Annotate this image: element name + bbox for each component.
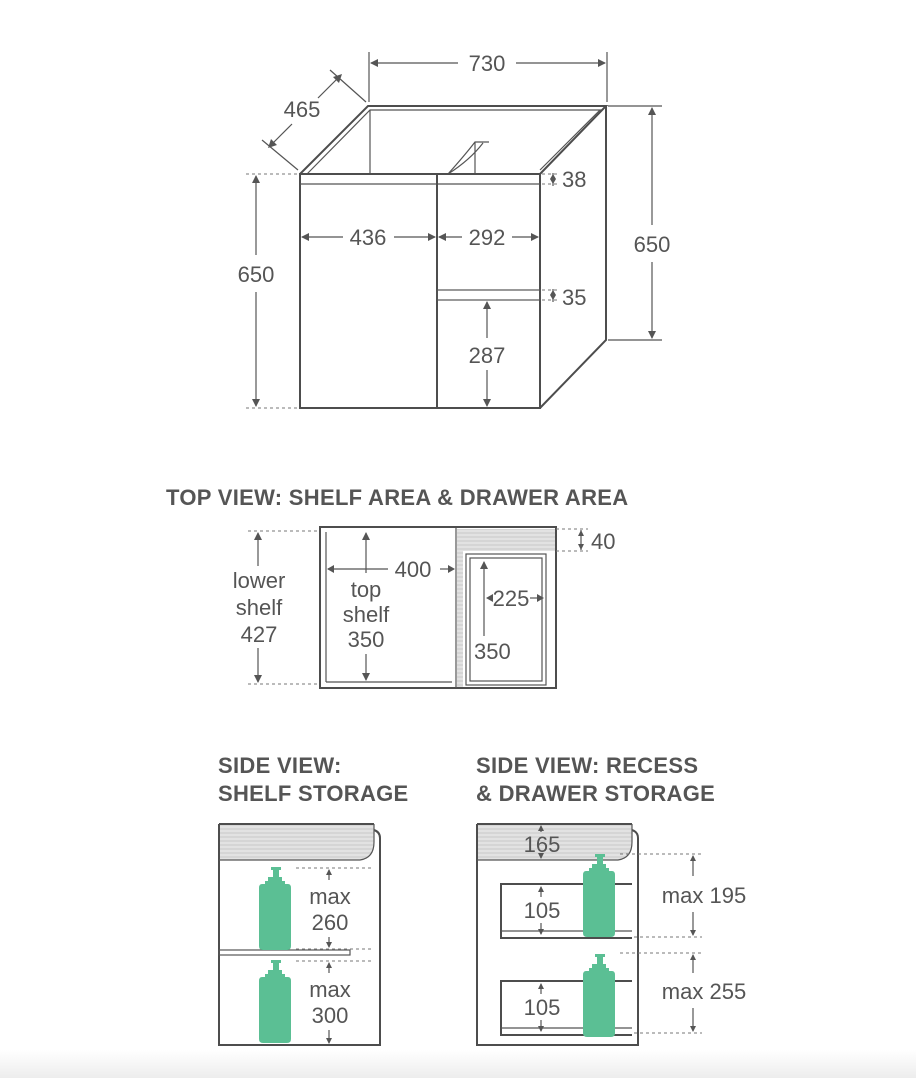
dim-drawer-front: 35 (562, 285, 586, 310)
dim-arrows (538, 983, 544, 1032)
dim-drawer-1: 105 (524, 898, 561, 923)
bottle-icon (259, 867, 291, 950)
drawer-front-rail (436, 289, 541, 301)
dim-top-rail: 38 (562, 167, 586, 192)
drawer-2-box (500, 980, 632, 1036)
drawer-1-box (500, 883, 632, 939)
dim-height-right: 650 (634, 232, 671, 257)
dim-lower-drawer: 287 (469, 343, 506, 368)
lower-shelf-max-label: max (309, 977, 351, 1002)
dim-door-width: 436 (350, 225, 387, 250)
drawer-box-inner (469, 557, 543, 682)
dim-arrows (538, 886, 544, 935)
cabinet-right-side (539, 106, 607, 409)
top-view-section: TOP VIEW: SHELF AREA & DRAWER AREA 40 40… (166, 485, 628, 689)
bottle-icon (583, 954, 615, 1037)
top-shelf-line1: top (351, 577, 382, 602)
lower-shelf-max-value: 300 (312, 1003, 349, 1028)
lower-shelf-value: 427 (241, 622, 278, 647)
dim-arrows (480, 561, 488, 569)
drawer-box (465, 553, 547, 686)
bottle-icon (259, 960, 291, 1043)
side-recess-heading-1: SIDE VIEW: RECESS (476, 753, 698, 778)
dim-drawer-area-width: 225 (493, 586, 530, 611)
top-view-outline (319, 526, 557, 689)
cabinet-top-inner (306, 109, 602, 175)
top-view-hatch-side (457, 529, 463, 687)
side-recess-hatch (477, 824, 632, 860)
dim-shelf-width: 400 (395, 557, 432, 582)
upper-shelf-max-label: max (309, 884, 351, 909)
lower-shelf-line1: lower (233, 568, 286, 593)
side-shelf-basin (219, 824, 375, 861)
top-shelf-value: 350 (348, 627, 385, 652)
lower-shelf-line2: shelf (236, 595, 283, 620)
side-shelf-heading-2: SHELF STORAGE (218, 781, 409, 806)
dim-arrows (486, 594, 544, 602)
top-view-hatch (457, 529, 555, 551)
top-view-heading: TOP VIEW: SHELF AREA & DRAWER AREA (166, 485, 628, 510)
side-recess-heading-2: & DRAWER STORAGE (476, 781, 715, 806)
cabinet-front (299, 173, 541, 409)
dim-ext (261, 139, 299, 171)
basin-curve (447, 141, 489, 175)
recess-max-2: max 255 (662, 979, 746, 1004)
side-recess-section: SIDE VIEW: RECESS & DRAWER STORAGE 165 1… (476, 753, 746, 1046)
dim-arrows (578, 530, 584, 550)
dim-arrows (550, 174, 556, 184)
side-shelf-heading-1: SIDE VIEW: (218, 753, 342, 778)
side-shelf-board (218, 949, 351, 956)
dim-recess: 165 (524, 832, 561, 857)
dim-gap: 40 (591, 529, 615, 554)
dim-drawer-width: 292 (469, 225, 506, 250)
upper-shelf-max-value: 260 (312, 910, 349, 935)
cabinet-top-outline (299, 105, 609, 175)
bottom-fade (0, 1050, 916, 1078)
top-shelf-line2: shelf (343, 602, 390, 627)
side-shelf-section: SIDE VIEW: SHELF STORAGE max 260 max 300 (218, 753, 409, 1046)
dim-drawer-area-depth: 350 (474, 639, 511, 664)
side-shelf-hatch (219, 824, 374, 860)
recess-max-1: max 195 (662, 883, 746, 908)
dim-ext (329, 69, 367, 103)
side-shelf-outline (218, 823, 381, 1046)
side-recess-outline (476, 823, 639, 1046)
dim-height-left: 650 (238, 262, 275, 287)
dim-depth: 465 (284, 97, 321, 122)
dim-arrows (550, 290, 556, 300)
dim-drawer-2: 105 (524, 995, 561, 1020)
bottle-icon (583, 854, 615, 937)
cabinet-drawing: 730 465 650 650 436 292 (238, 51, 671, 409)
dim-width: 730 (469, 51, 506, 76)
